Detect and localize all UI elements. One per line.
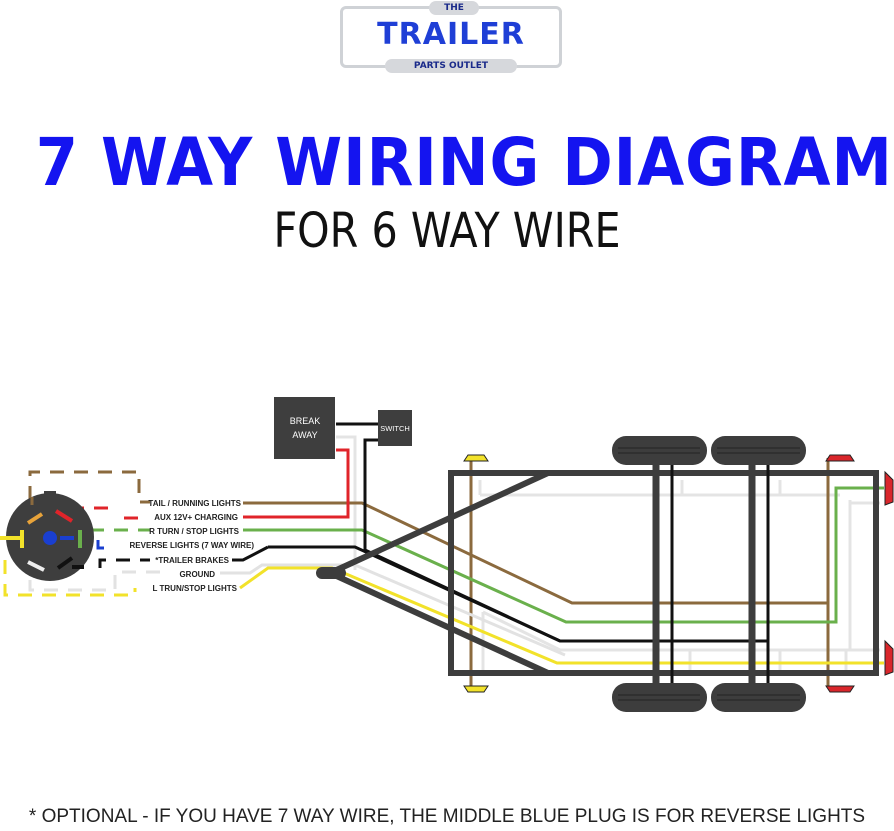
breakaway-label: BREAK (290, 416, 321, 426)
label-tail: TAIL / RUNNING LIGHTS (148, 499, 241, 508)
breakaway-label: AWAY (292, 430, 317, 440)
wire-aux (243, 448, 350, 519)
dashed-route-ground (28, 570, 160, 592)
label-rturn: R TURN / STOP LIGHTS (149, 527, 240, 536)
pin-aux (54, 509, 74, 523)
label-lturn: L TRUN/STOP LIGHTS (153, 584, 238, 593)
dashed-route-tail (28, 470, 150, 504)
pin-center-reverse (43, 531, 57, 545)
label-reverse: REVERSE LIGHTS (7 WAY WIRE) (130, 541, 255, 550)
pin-ground (27, 560, 45, 572)
lights (463, 454, 894, 693)
axles (652, 465, 756, 683)
wire-ground (220, 563, 566, 657)
tire (612, 436, 707, 465)
breakaway-body (274, 397, 335, 459)
connector-key (44, 491, 56, 499)
footnote: * OPTIONAL - IF YOU HAVE 7 WAY WIRE, THE… (28, 806, 866, 827)
dashed-route-lturn (3, 560, 137, 597)
rear-marker-light (825, 454, 855, 462)
tire (612, 683, 707, 712)
breakaway-box: BREAK AWAY (274, 397, 335, 459)
rear-marker-light (825, 685, 855, 693)
dashed-route-reverse (96, 540, 112, 550)
switch-body (378, 410, 412, 446)
page-subtitle: FOR 6 WAY WIRE (273, 203, 621, 259)
logo-the: THE (429, 1, 479, 15)
ground-wire-breakaway (336, 435, 357, 570)
pin-orange (26, 512, 44, 525)
page-title: 7 WAY WIRING DIAGRAM (35, 124, 893, 201)
frame-rectangle (448, 470, 879, 676)
front-marker-light (463, 454, 489, 462)
brake-wires (670, 465, 770, 683)
logo-sub: PARTS OUTLET (385, 59, 517, 73)
tire (711, 436, 806, 465)
seven-way-connector (0, 491, 94, 581)
switch-box: SWITCH (378, 410, 412, 446)
wire-rturn (243, 486, 884, 624)
label-brakes: *TRAILER BRAKES (155, 556, 229, 565)
logo-main: TRAILER (377, 18, 525, 52)
label-aux: AUX 12V+ CHARGING (154, 513, 238, 522)
ground-wire-top (478, 480, 880, 652)
tire (711, 683, 806, 712)
tongue (328, 470, 550, 676)
trailer-frame (316, 465, 879, 683)
tires (612, 436, 806, 712)
tail-light (884, 470, 894, 506)
wire-tail (243, 501, 827, 605)
connector-dashed-routes (3, 470, 160, 597)
wire-labels: TAIL / RUNNING LIGHTS AUX 12V+ CHARGING … (130, 499, 255, 593)
front-marker-light (463, 685, 489, 693)
pin-lturn (0, 530, 24, 548)
brand-logo: THE TRAILER PARTS OUTLET (340, 1, 562, 73)
label-ground: GROUND (179, 570, 215, 579)
tail-light (884, 639, 894, 676)
switch-label: SWITCH (380, 424, 410, 433)
dashed-route-brakes (98, 558, 150, 568)
wire-switch (336, 422, 561, 643)
tire-treads (618, 447, 800, 701)
pin-brakes (56, 556, 84, 570)
